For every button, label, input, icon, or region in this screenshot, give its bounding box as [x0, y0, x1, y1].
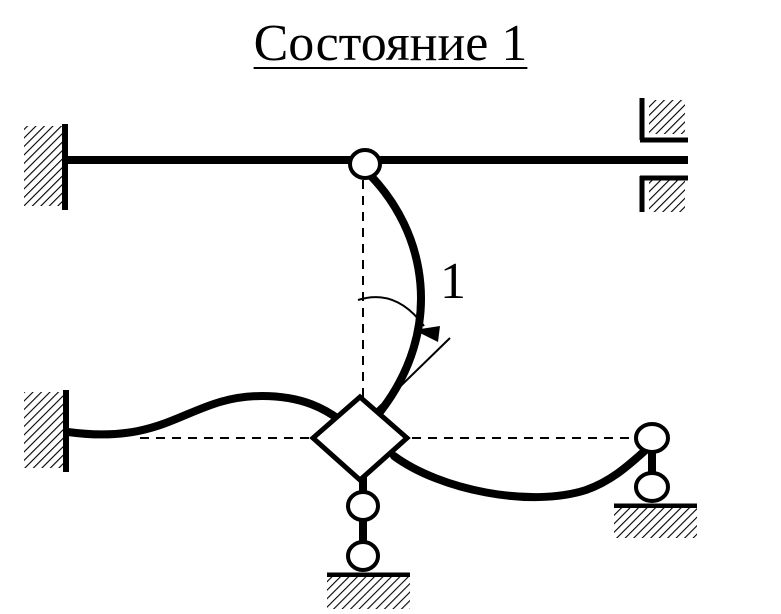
top-hinge: [348, 148, 382, 180]
roller-support-bottom: [327, 490, 410, 609]
rotation-indicator: 1: [357, 253, 466, 411]
deformed-vertical-member: [363, 168, 425, 416]
deformed-left-member: [64, 391, 344, 439]
rigid-joint: [309, 393, 411, 484]
roller-support-right: [614, 422, 697, 538]
rotation-label: 1: [440, 253, 466, 310]
deformed-right-member: [390, 444, 652, 502]
diagram-title: Состояние 1: [253, 15, 528, 72]
fixed-support-bottom-left: [24, 390, 69, 472]
fixed-support-top-left: [24, 124, 68, 210]
sliding-support-top-right: [639, 98, 688, 212]
